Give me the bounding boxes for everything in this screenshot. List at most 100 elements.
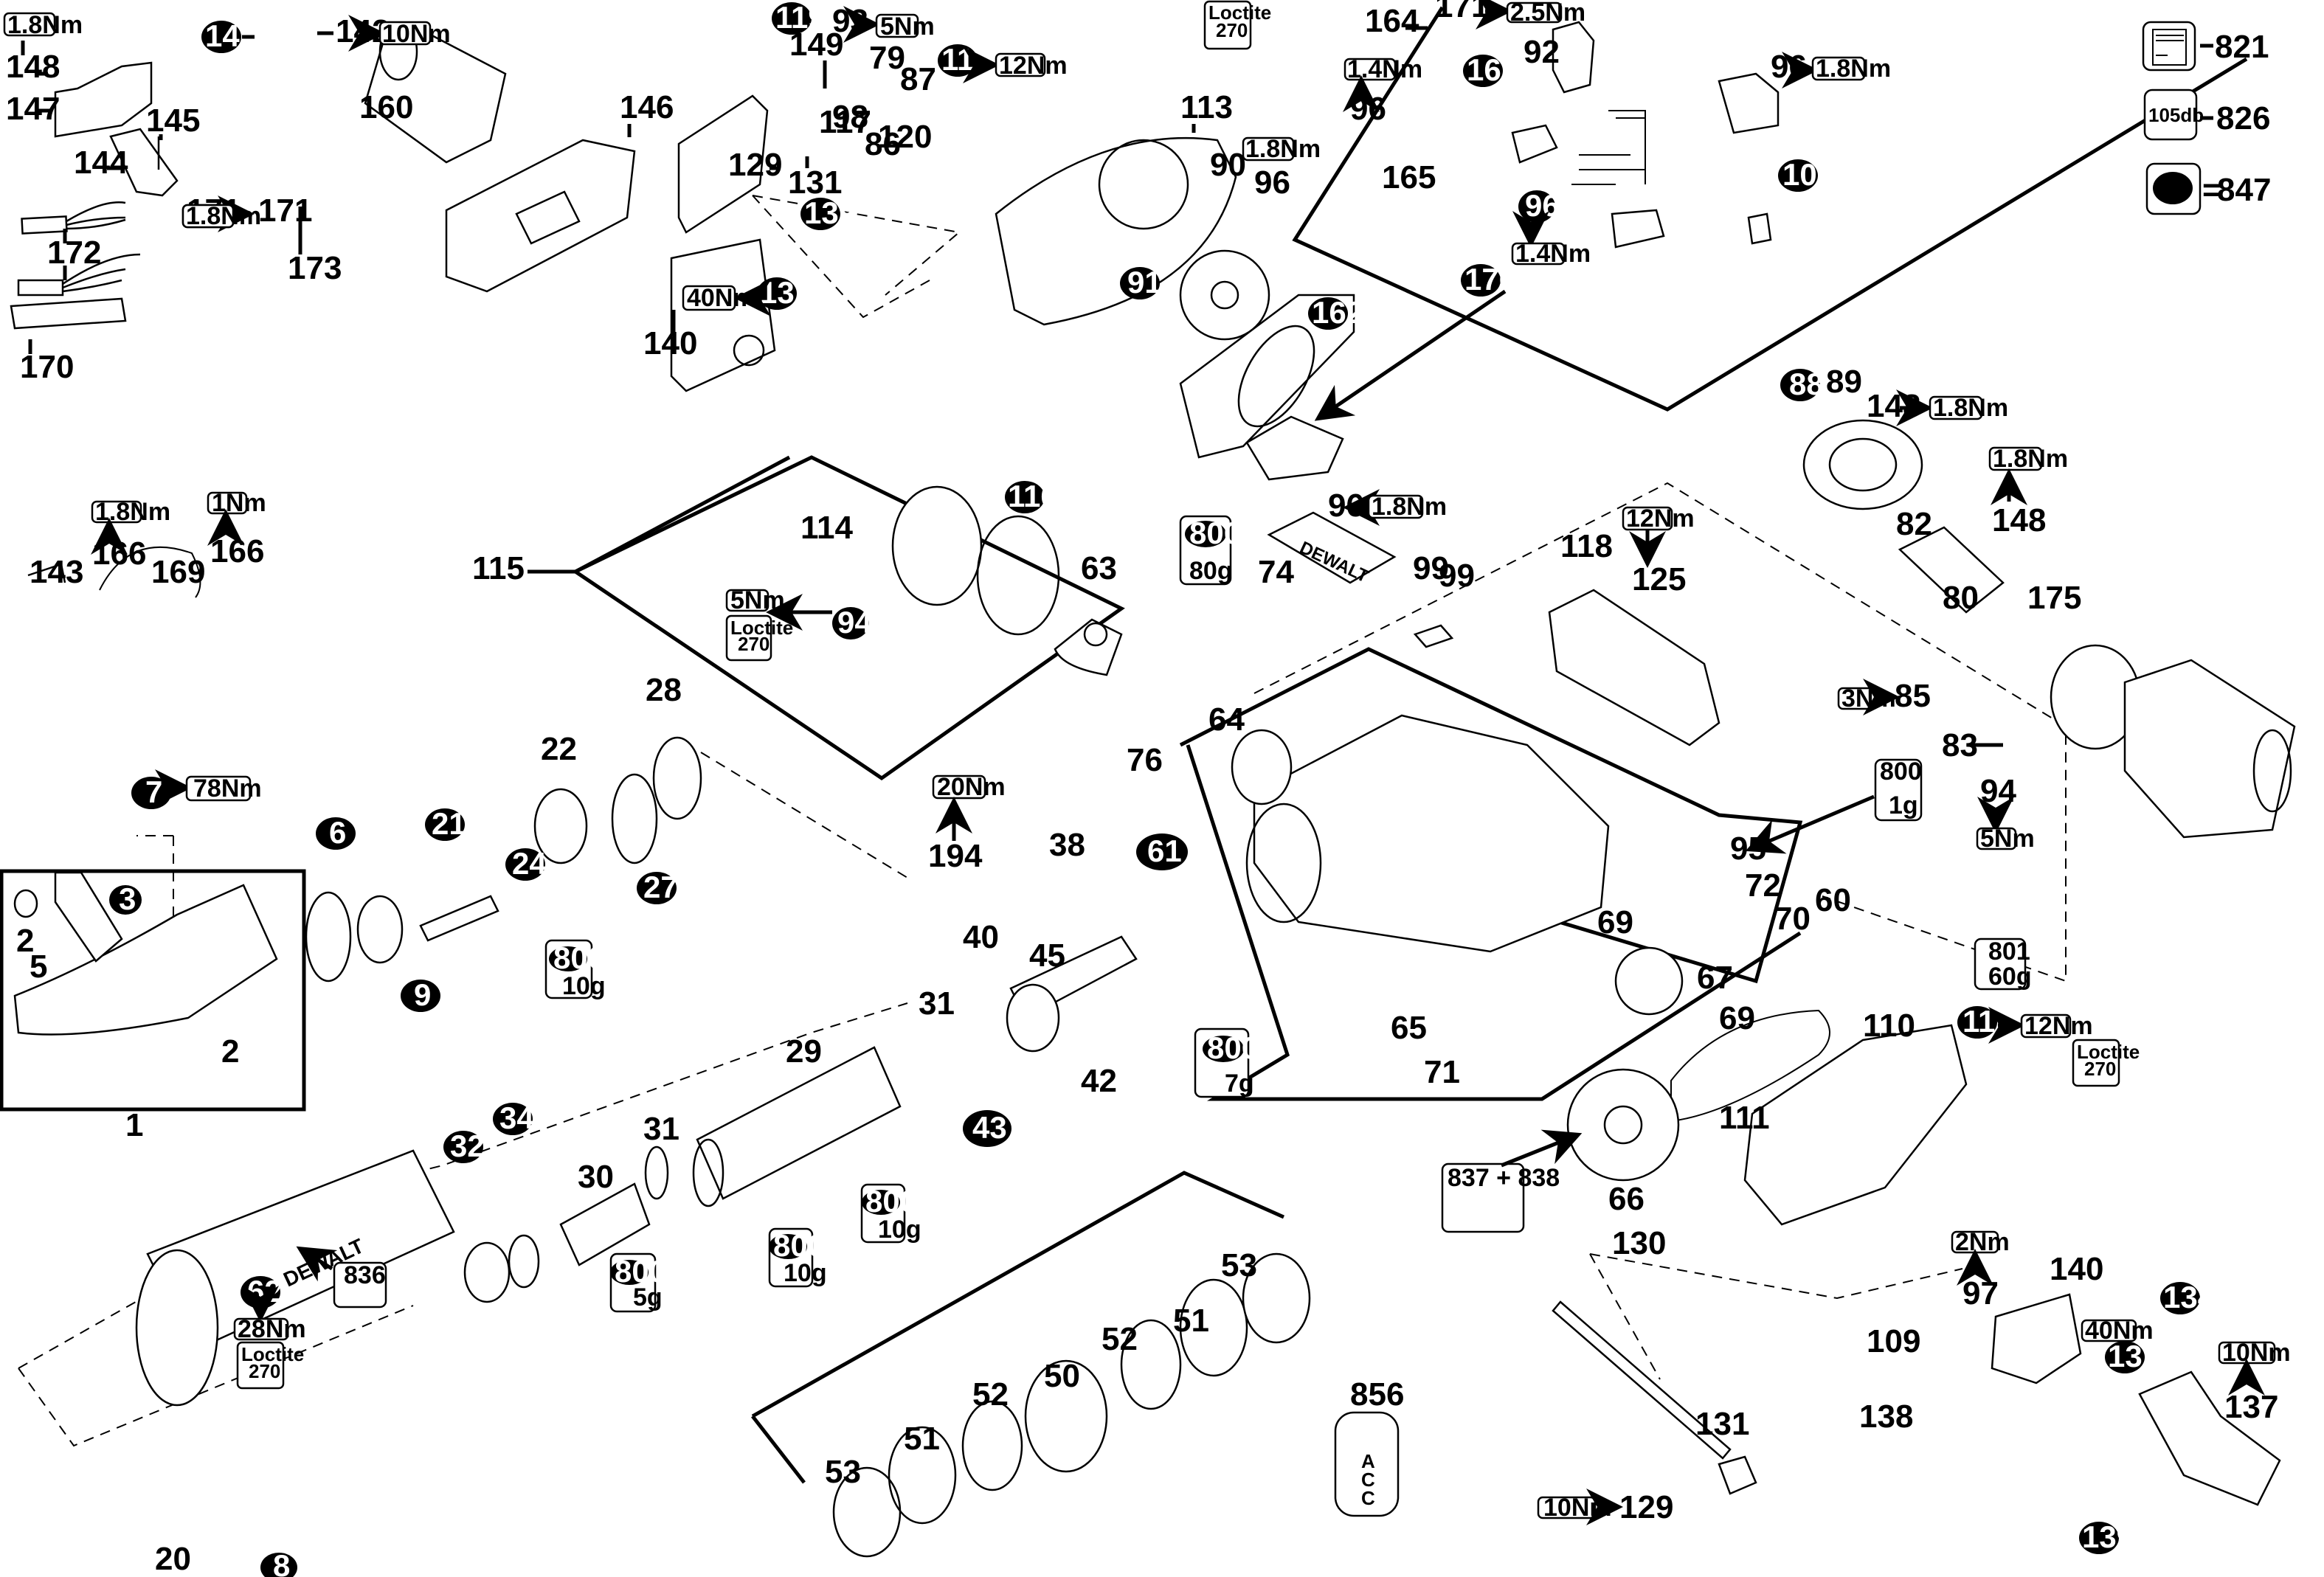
part-63: 63 (1081, 550, 1117, 586)
loctite-box (2072, 1039, 2120, 1087)
diagram-line (1603, 1105, 1643, 1145)
switch-160-drawing (515, 190, 581, 245)
brand-marks: DEWALT DEWALT (280, 538, 1372, 1291)
loctite-label: Loctite (241, 1343, 304, 1365)
card-856 (1334, 1411, 1400, 1517)
black-ellipse-icon (2153, 172, 2193, 204)
seal-22-drawing (533, 788, 588, 864)
diagram-line (1210, 280, 1239, 310)
callout-box (233, 1317, 289, 1341)
callouts: 1.8Nm 148 147 145 144 172 170 141 142 10… (3, 0, 2291, 1577)
part-165: 165 (1382, 159, 1436, 195)
diagram-line (1292, 6, 2248, 412)
part-badge-shape (1957, 1006, 1997, 1039)
part-131: 131 (788, 164, 842, 201)
grease-amount: 1g (1889, 791, 1918, 819)
part-badge-shape (1461, 264, 1501, 297)
callout-box (1242, 136, 1295, 162)
callout-box (2020, 1013, 2072, 1039)
part-97: 97 (1962, 1275, 1999, 1311)
cover-118-drawing (1548, 589, 1720, 746)
callout-box (1929, 395, 1983, 420)
part-96b: 96 (1350, 91, 1386, 127)
part-109: 109 (1867, 1323, 1920, 1359)
part-badge-shape (769, 1234, 807, 1259)
grease-box (1974, 937, 2027, 991)
clamp-1-drawing (13, 884, 278, 1036)
cable-sleeve-drawing (10, 297, 127, 330)
part-69: 69 (1597, 904, 1633, 940)
diagram-line (1179, 647, 1803, 984)
ring-52b-drawing (1120, 1319, 1182, 1410)
part-3-badge: 3 (119, 881, 136, 916)
part-badge-shape (2252, 729, 2292, 813)
legend-ref-847: = (2202, 172, 2221, 208)
part-7-badge: 7 (145, 774, 162, 809)
part-116-badge: 116 (1008, 479, 1058, 513)
gasket-111-drawing (1670, 1009, 1830, 1123)
ring-53b-drawing (1242, 1252, 1311, 1344)
grease-code: 800 (1880, 758, 1922, 786)
part-91-badge: 91 (1127, 265, 1162, 299)
part-badge-shape (13, 889, 38, 918)
grease-amount: 10g (784, 1259, 827, 1287)
torque-label: 10Nm (382, 20, 451, 48)
kit-856-label: 856 (1350, 1376, 1404, 1413)
part-21-badge: 21 (432, 806, 466, 841)
part-164: 164 (1365, 3, 1419, 39)
part-173: 173 (288, 250, 342, 286)
loctite-label: Loctite (2077, 1041, 2140, 1063)
part-87: 87 (900, 61, 936, 97)
part-42: 42 (1081, 1063, 1117, 1099)
harness-161-drawing (1571, 110, 1646, 185)
cover-140b-drawing (1991, 1293, 2082, 1384)
torque-label: 1.4Nm (1347, 55, 1422, 83)
legend-826-box (2143, 89, 2198, 141)
callout-box (995, 52, 1046, 77)
legend: 821 105db 826 = 847 (2142, 21, 2271, 215)
part-badge-shape (832, 607, 869, 640)
oring-6-drawing (305, 891, 352, 982)
diagram-line (752, 195, 930, 319)
part-50: 50 (1044, 1358, 1080, 1394)
part-badge-shape (201, 21, 241, 53)
part-166b: 166 (210, 533, 264, 569)
loctite-number: 270 (2084, 1058, 2116, 1080)
crank-63-drawing (1054, 618, 1123, 676)
cylinder-29-drawing (696, 1046, 902, 1200)
part-badge-shape (109, 885, 142, 915)
part-144: 144 (74, 145, 128, 181)
grease-amount: 10g (562, 972, 606, 1000)
callout-box (3, 12, 56, 37)
part-171c: 171 (1435, 0, 1489, 24)
part-badge-shape (963, 1110, 1011, 1147)
fan-90-drawing (1179, 249, 1270, 341)
part-22: 22 (541, 731, 577, 767)
part-53b: 53 (1221, 1247, 1257, 1283)
callout-box (1506, 1, 1563, 24)
module-164-drawing (1552, 21, 1595, 94)
part-148: 148 (6, 49, 60, 85)
torque-label: 2Nm (1955, 1228, 2010, 1256)
module-92-drawing (1718, 72, 1780, 134)
coupling-131-drawing (1718, 1455, 1757, 1495)
part-20: 20 (155, 1541, 191, 1577)
part-134-badge: 134 (2163, 1280, 2216, 1314)
part-80: 80 (1943, 580, 1979, 616)
legend-ref-821: 821 (2215, 29, 2269, 65)
grease-code: 800 (865, 1184, 917, 1219)
kit-837-838-label: 837 + 838 (1448, 1164, 1560, 1192)
part-52: 52 (972, 1376, 1009, 1413)
oring-34-drawing (508, 1234, 540, 1289)
part-146: 146 (620, 89, 674, 125)
spring-51a-drawing (888, 1426, 957, 1525)
shaft-130-drawing (1552, 1300, 1732, 1460)
acc-letter-c1: C (1361, 1469, 1375, 1491)
legend-ref-826: 826 (2216, 100, 2270, 136)
part-badge-shape (1185, 521, 1226, 547)
part-badge-shape (1237, 325, 1315, 428)
diagram-line (18, 1305, 414, 1447)
torque-label: 1.8Nm (1993, 445, 2068, 473)
torque-label: 2.5Nm (1510, 0, 1585, 27)
part-45: 45 (1029, 937, 1065, 974)
